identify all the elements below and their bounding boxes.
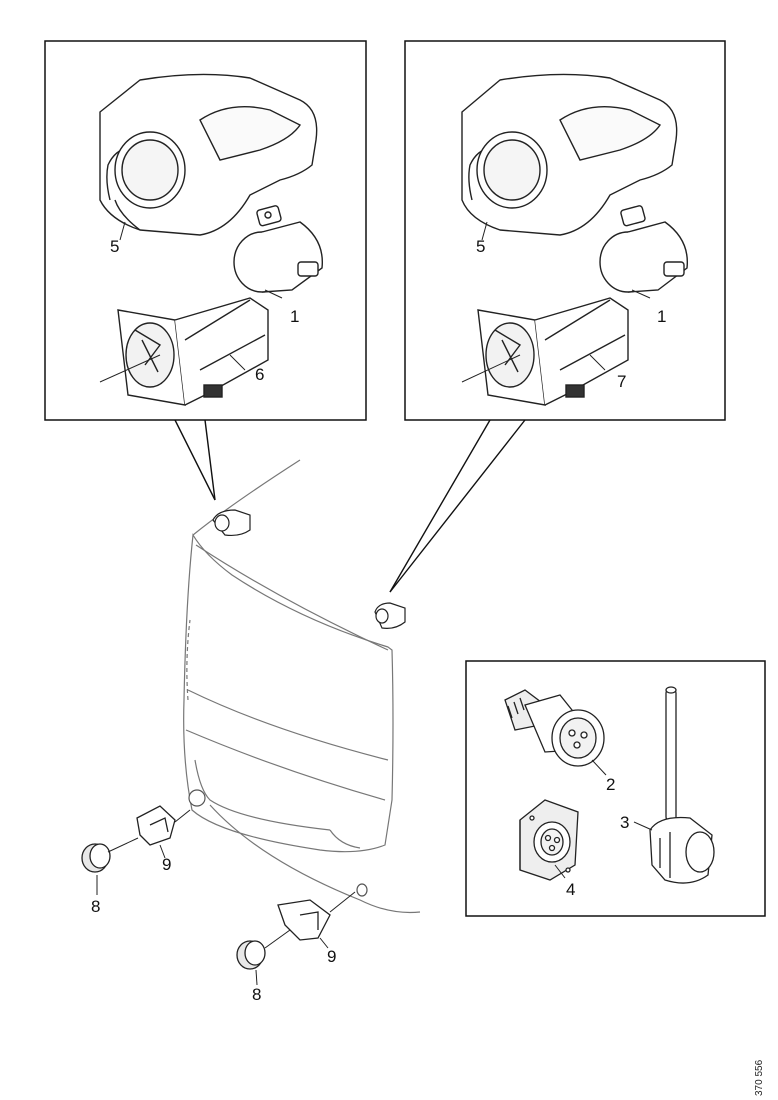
mount-point-front: [188, 789, 206, 807]
leader-lines-connectors: [554, 759, 653, 879]
leader-lines-right: [461, 221, 651, 383]
marker-lamp-left: [81, 837, 139, 873]
label-lamp: 1: [657, 307, 666, 326]
label-bracket: 6: [255, 365, 264, 384]
label-bracket: 7: [617, 372, 626, 391]
detail-box-right: 5 1 7: [404, 40, 726, 421]
label-bracket: 9: [327, 947, 336, 966]
label-bulb-holder: 3: [620, 813, 629, 832]
bulb-holder-part: [649, 686, 715, 884]
detail-box-connectors: 2 4 3: [465, 660, 766, 917]
mount-point-side: [356, 883, 368, 897]
label-cover: 5: [110, 237, 119, 256]
lamp-cover-part: [461, 73, 678, 236]
roof-lamp-right: [374, 602, 406, 629]
detail-box-left: 5 1 6: [44, 40, 367, 421]
label-plug: 2: [606, 775, 615, 794]
label-bracket: 9: [162, 855, 171, 874]
leader-lines-lower: [96, 844, 329, 986]
work-lamp-part: [233, 205, 324, 293]
leader-lines-left: [99, 221, 283, 383]
lamp-bracket-part: [477, 297, 629, 406]
connector-plug-part: [504, 689, 605, 767]
connector-socket-part: [519, 799, 579, 881]
marker-lamp-lower: [236, 929, 291, 970]
label-socket: 4: [566, 880, 575, 899]
label-cover: 5: [476, 237, 485, 256]
lamp-bracket-part: [117, 297, 269, 406]
roof-lamp-left: [212, 509, 251, 537]
label-lamp: 1: [290, 307, 299, 326]
marker-bracket-lower: [277, 891, 356, 941]
work-lamp-part: [599, 205, 689, 293]
callout-pointers: [174, 419, 526, 593]
drawing-reference-text: 370 556: [754, 1059, 765, 1096]
lamp-cover-part: [99, 73, 318, 236]
truck-cab: [183, 459, 421, 914]
label-lamp: 8: [91, 897, 100, 916]
marker-bracket-left: [136, 805, 191, 846]
label-lamp: 8: [252, 985, 261, 1004]
drawing-reference: 370 556: [752, 1046, 768, 1096]
